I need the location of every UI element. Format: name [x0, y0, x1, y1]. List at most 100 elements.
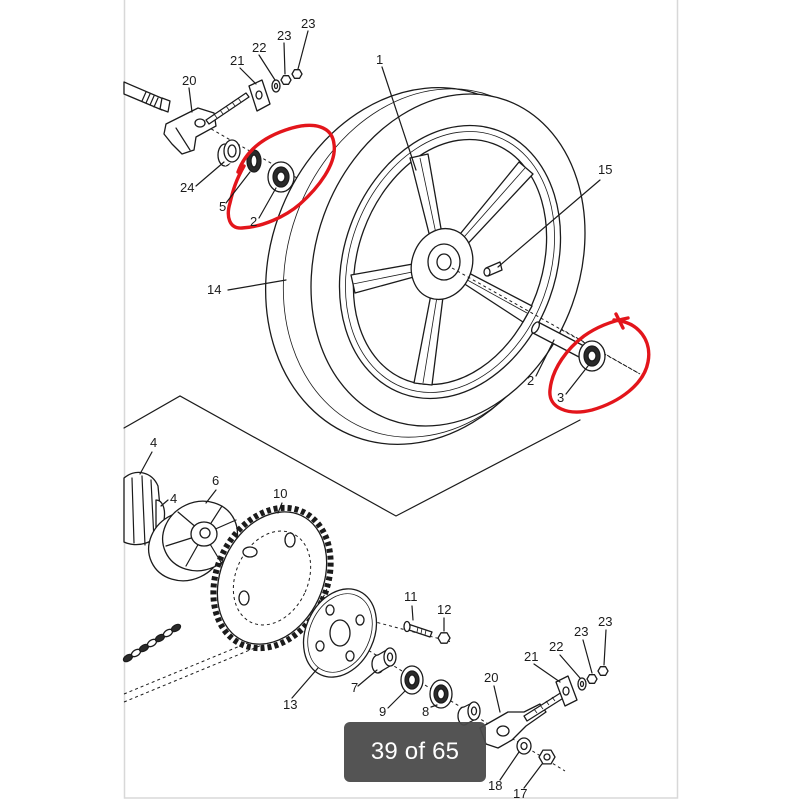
adjusting-bolt-thread: [533, 696, 556, 714]
callout-label: 23: [301, 16, 315, 31]
callout-label: 13: [283, 697, 297, 712]
chain-adjuster-hole: [194, 118, 206, 128]
spoke-ribs: [352, 157, 528, 384]
callout-label: 17: [513, 786, 527, 800]
sprocket-cutout: [284, 532, 296, 548]
hub-axle-hole: [436, 253, 452, 271]
collar-lower: [371, 647, 397, 674]
clutch-hub-fins: [165, 505, 237, 567]
axle-shaft-end: [123, 81, 171, 113]
sprocket-plate: [216, 511, 328, 645]
callout-label: 21: [230, 53, 244, 68]
collar-left: [217, 139, 241, 167]
carrier-center-hole: [329, 619, 351, 647]
nut-top-2: [291, 69, 303, 79]
collar-hole: [470, 706, 478, 716]
callout-label: 2: [527, 373, 534, 388]
clutch-hub-bore: [199, 527, 211, 539]
oil-seal-left: [246, 149, 262, 173]
nut-top-1: [280, 75, 292, 85]
washer-top: [271, 79, 281, 93]
callout-label: 15: [598, 162, 612, 177]
callout-label: 21: [524, 649, 538, 664]
axle-end-cap: [159, 97, 171, 113]
adjuster-plate-hole: [255, 90, 263, 100]
callout-label: 22: [252, 40, 266, 55]
carrier-bolt-centerline: [359, 617, 453, 643]
adjuster-plate-hole: [562, 686, 570, 696]
carrier-bolt-hole: [315, 640, 325, 652]
adjusting-bolt-thread: [213, 97, 242, 119]
callout-label: 6: [212, 473, 219, 488]
callout-label: 18: [488, 778, 502, 793]
collar-hole: [227, 144, 237, 158]
bearing-bore: [407, 674, 417, 686]
callout-label: 4: [150, 435, 157, 450]
carrier-bolt-hole: [325, 604, 335, 616]
adjuster-plate-top: [248, 79, 271, 112]
chain-link: [170, 623, 182, 633]
adjusting-bolt-lower: [523, 691, 566, 722]
callout-label: 22: [549, 639, 563, 654]
bearing-lower-8: [429, 679, 453, 709]
callout-label: 12: [437, 602, 451, 617]
collar-hole: [386, 652, 394, 662]
callout-label: 4: [170, 491, 177, 506]
callout-label: 20: [484, 670, 498, 685]
nut-lower-1: [586, 674, 598, 684]
bearing-bore: [436, 688, 446, 700]
chain-adjuster-fold: [175, 127, 191, 151]
callout-label: 23: [277, 28, 291, 43]
washer-lower: [577, 677, 587, 691]
nut-lower-2: [597, 666, 609, 676]
axle-shaft-body: [123, 81, 167, 111]
oil-seal-hole: [250, 154, 258, 168]
axle-nut-hole: [543, 753, 551, 761]
carrier-bolt-hole: [345, 650, 355, 662]
sprocket-cutout: [242, 546, 258, 558]
sprocket-nut: [437, 632, 451, 644]
callout-label: 3: [557, 390, 564, 405]
axle-nut: [538, 749, 556, 765]
callout-label: 8: [422, 704, 429, 719]
annotation-circle-right-bearing: [548, 312, 651, 414]
chain-adjuster-hole: [496, 725, 510, 737]
bearing-bore: [276, 171, 286, 183]
callout-label: 11: [404, 589, 418, 604]
carrier-bolt-hole: [355, 614, 365, 626]
rim-lip: [345, 131, 555, 393]
hub-bolt-head: [483, 267, 491, 277]
callout-label: 24: [180, 180, 194, 195]
bearing-left: [267, 161, 295, 193]
leader-lines: [139, 30, 607, 789]
callout-label: 1: [376, 52, 383, 67]
callout-label: 5: [219, 199, 226, 214]
sprocket-bolt: [403, 620, 433, 638]
brake-drum-ribs: [131, 475, 155, 546]
sprocket-bolt-thread: [416, 626, 427, 636]
callout-label: 20: [182, 73, 196, 88]
sprocket-bolt-head: [403, 620, 411, 633]
chain-adjuster-plate: [163, 107, 217, 155]
sprocket-cutout: [238, 590, 250, 606]
adjuster-plate-lower: [555, 675, 578, 707]
callout-label: 23: [574, 624, 588, 639]
callout-label: 23: [598, 614, 612, 629]
page-frame: [123, 0, 679, 799]
page-counter: 39 of 65: [344, 722, 486, 782]
bearing-right: [578, 340, 606, 372]
callout-label: 9: [379, 704, 386, 719]
annotation-circle-left-bearing: [226, 123, 336, 230]
axle-washer: [516, 737, 532, 755]
bearing-lower-9: [400, 665, 424, 695]
sprocket-carrier: [302, 588, 378, 678]
washer-hole: [273, 82, 279, 90]
washer-hole: [579, 680, 585, 688]
hub-bolt: [483, 261, 503, 277]
axle-washer-hole: [520, 741, 528, 751]
wheel-hub: [410, 227, 474, 301]
clutch-hub-part: [148, 500, 238, 582]
sprocket-inner-edge: [232, 530, 312, 626]
